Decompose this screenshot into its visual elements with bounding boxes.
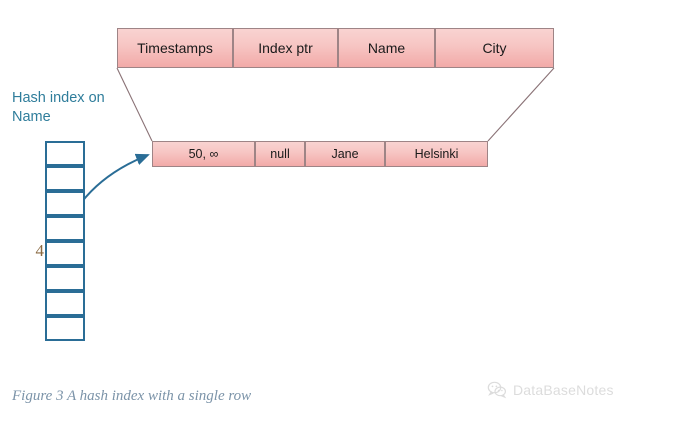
- data-cell-city: Helsinki: [385, 141, 488, 167]
- data-cell-timestamps: 50, ∞: [152, 141, 255, 167]
- watermark-text: DataBaseNotes: [513, 382, 614, 398]
- hash-index-title-line2: Name: [12, 109, 51, 125]
- data-cell-value: 50, ∞: [188, 147, 219, 161]
- hash-bucket-cell: [45, 316, 85, 341]
- hash-index-title: Hash index on Name: [12, 89, 132, 127]
- hash-bucket-index-label: 4: [35, 241, 45, 260]
- data-cell-index-ptr: null: [255, 141, 305, 167]
- data-cell-value: Helsinki: [414, 147, 459, 161]
- wechat-icon: [487, 381, 507, 399]
- figure-caption: Figure 3 A hash index with a single row: [12, 388, 252, 404]
- data-cell-name: Jane: [305, 141, 385, 167]
- header-cell-label: Name: [367, 40, 406, 56]
- hash-bucket-column: [45, 141, 85, 341]
- header-cell-label: City: [482, 40, 507, 56]
- data-cell-value: Jane: [331, 147, 359, 161]
- header-cell-index-ptr: Index ptr: [233, 28, 338, 68]
- leader-line-right: [487, 67, 555, 142]
- header-cell-label: Index ptr: [258, 40, 313, 56]
- hash-bucket-cell: [45, 141, 85, 166]
- header-cell-timestamps: Timestamps: [117, 28, 233, 68]
- hash-bucket-cell: [45, 166, 85, 191]
- hash-bucket-cell: [45, 191, 85, 216]
- header-cell-label: Timestamps: [137, 40, 213, 56]
- header-cell-name: Name: [338, 28, 435, 68]
- header-cell-city: City: [435, 28, 554, 68]
- watermark: DataBaseNotes: [487, 381, 614, 399]
- hash-bucket-cell-selected: [45, 241, 85, 266]
- hash-bucket-cell: [45, 291, 85, 316]
- hash-bucket-cell: [45, 266, 85, 291]
- hash-index-title-line1: Hash index on: [12, 90, 105, 106]
- data-cell-value: null: [270, 147, 290, 161]
- hash-bucket-cell: [45, 216, 85, 241]
